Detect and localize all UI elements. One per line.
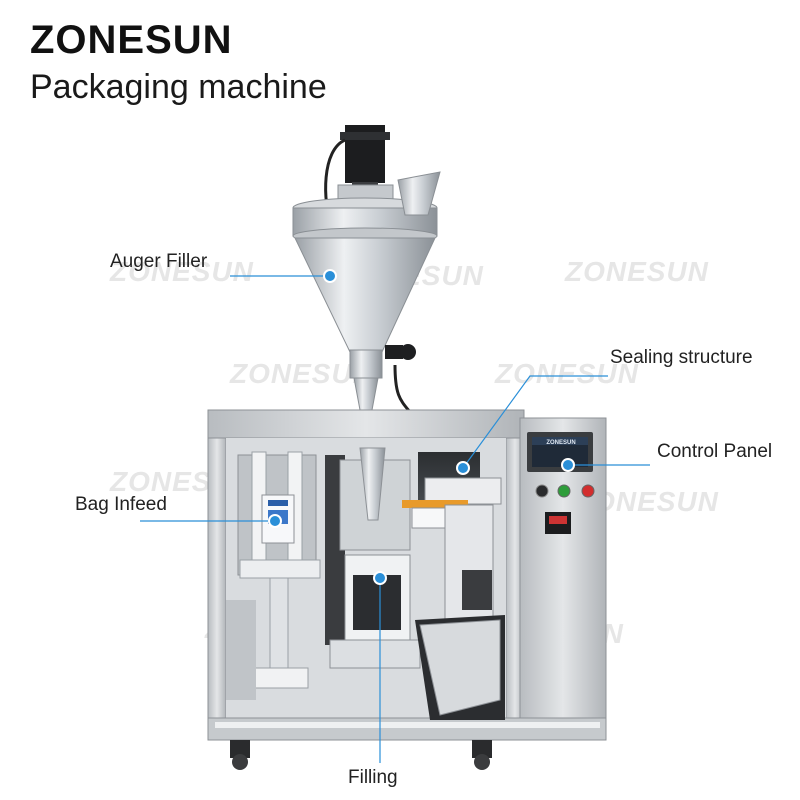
- watermark: ZONESUN: [495, 358, 639, 389]
- bag-infeed-assembly: [226, 451, 321, 700]
- control-panel: [527, 432, 595, 534]
- callout-auger-filler: Auger Filler: [110, 251, 208, 272]
- callout-lines: [140, 269, 650, 763]
- watermark: ZONESUN: [110, 256, 254, 287]
- callout-filling: Filling: [348, 767, 398, 788]
- sealing-structure-dot: [456, 461, 470, 475]
- sealing-structure: [402, 452, 502, 621]
- caster-wheels: [230, 740, 492, 770]
- watermark: ZONESUN: [230, 358, 374, 389]
- callout-control-panel: Control Panel: [657, 441, 773, 462]
- filling-station: [325, 447, 421, 669]
- bag-infeed-dot: [268, 514, 282, 528]
- page-subtitle: Packaging machine: [30, 68, 327, 106]
- hopper: [292, 171, 441, 413]
- filling-dot: [373, 571, 387, 585]
- callout-sealing-structure: Sealing structure: [610, 347, 753, 368]
- control-panel-screen-brand: ZONESUN: [546, 440, 576, 446]
- sealing-structure-leader-line: [462, 375, 608, 469]
- brand-title: ZONESUN: [30, 18, 233, 62]
- auger-filler-dot: [323, 269, 337, 283]
- watermark: ZONESUN: [565, 256, 709, 287]
- control-panel-dot: [561, 458, 575, 472]
- callout-bag-infeed: Bag Infeed: [75, 494, 167, 515]
- discharge-chute: [415, 615, 505, 720]
